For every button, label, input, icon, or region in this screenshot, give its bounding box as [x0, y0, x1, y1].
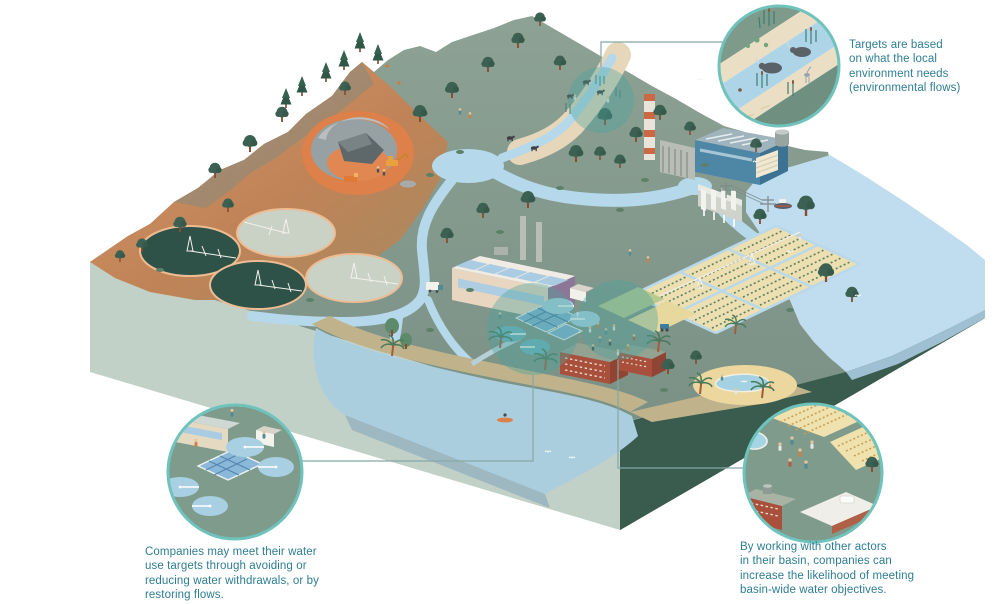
crop-rows	[639, 229, 853, 331]
duck	[738, 88, 742, 92]
water-tank	[775, 129, 789, 147]
highlight-environmental-flows	[568, 67, 634, 133]
power-pylons	[718, 182, 776, 212]
leader-line-top	[600, 41, 726, 67]
factory-windows	[458, 278, 544, 306]
reeds	[565, 75, 621, 114]
white-truck	[839, 495, 855, 504]
willow-trees	[385, 318, 412, 349]
callout-border	[166, 403, 304, 541]
dam	[698, 184, 742, 227]
callout-reeds	[756, 10, 817, 96]
beach	[312, 316, 812, 422]
callout-water-treatment	[166, 403, 304, 541]
highlight-people-gathering	[578, 280, 658, 360]
sawtooth-roof-glass	[456, 260, 568, 286]
leader-lines	[302, 41, 744, 469]
open-pit-mine	[302, 111, 416, 195]
annotation-environmental-flows: Targets are based on what the local envi…	[849, 39, 961, 95]
sea-side-face	[846, 310, 985, 380]
beach-oasis	[693, 365, 797, 405]
irrigated-crop-fields	[598, 224, 861, 335]
power-plant	[644, 94, 788, 212]
callout-border	[742, 402, 884, 544]
lake	[432, 149, 504, 183]
leader-line-bottom-left	[302, 375, 534, 462]
striped-chimney	[644, 94, 655, 160]
river-system	[247, 42, 772, 371]
highlight-treatment-plant	[487, 283, 579, 375]
excavator	[386, 152, 409, 166]
cattail-tips	[761, 8, 812, 84]
center-pivot-irrigation	[139, 208, 403, 310]
delivery-truck	[426, 282, 443, 293]
map-highlights	[487, 67, 658, 375]
trees	[114, 12, 859, 392]
fishing-boat	[774, 199, 792, 209]
callout-border	[717, 4, 841, 128]
heron	[804, 66, 812, 83]
fox	[385, 64, 389, 68]
callout-basin-actors	[742, 402, 884, 544]
lily-pads	[746, 37, 769, 48]
annotation-collective-action: By working with other actors in their ba…	[740, 541, 915, 597]
water-treatment-plant	[470, 284, 600, 367]
tractor	[660, 324, 669, 332]
pivot-booms	[186, 218, 399, 293]
rooftop-barrel	[763, 484, 772, 494]
bushes	[156, 150, 794, 392]
leader-line-bottom-right	[617, 360, 744, 469]
brick-buildings	[560, 343, 666, 384]
clarifier-tanks	[168, 437, 294, 516]
fox	[397, 81, 401, 85]
canoe	[497, 413, 513, 423]
dump-truck	[344, 173, 358, 182]
water-buffalo	[755, 40, 811, 74]
annotation-company-targets: Companies may meet their water use targe…	[145, 546, 319, 602]
